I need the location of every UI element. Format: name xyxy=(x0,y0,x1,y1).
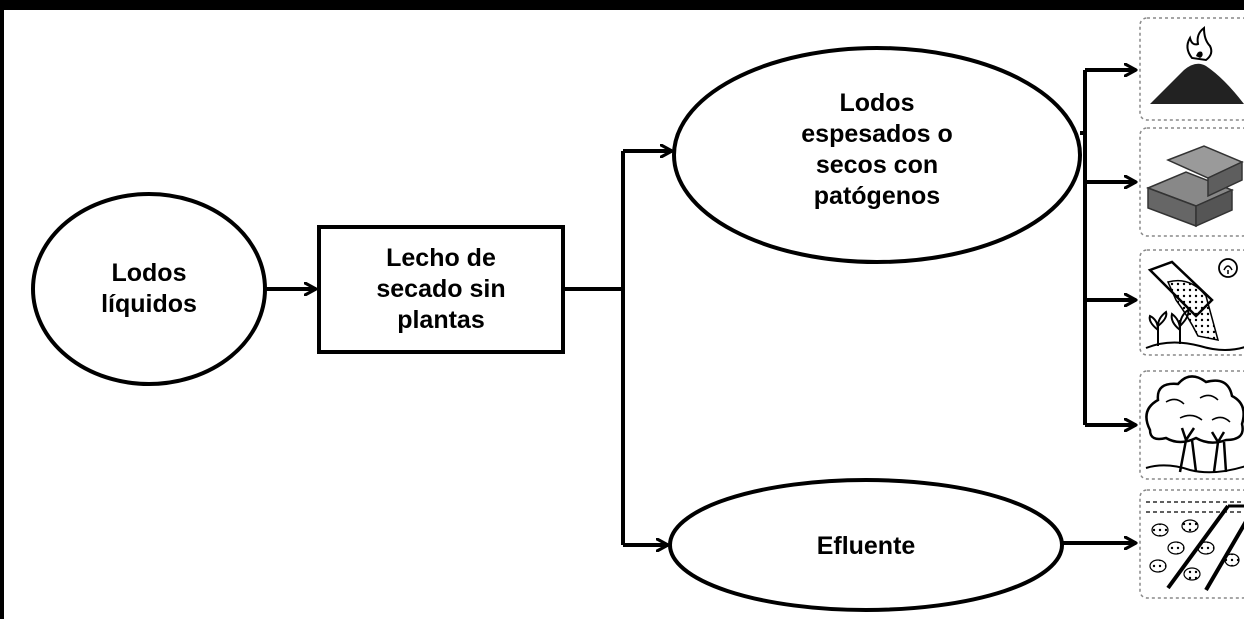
bricks-icon xyxy=(1139,127,1244,237)
effluent-label: Efluente xyxy=(816,531,916,560)
dried-sludge-label: Lodos espesados o secos con patógenos xyxy=(801,89,953,210)
soil-amendment-shovel-plants-icon xyxy=(1139,249,1244,356)
irrigated-crop-field-icon xyxy=(1139,489,1244,599)
drying-bed-label: Lecho de secado sin plantas xyxy=(376,244,506,334)
trees-icon xyxy=(1139,370,1244,480)
liquid-sludge-label: Lodos líquidos xyxy=(101,259,197,318)
connectors xyxy=(265,70,1136,545)
dried-sludge-node xyxy=(672,46,1082,264)
left-border xyxy=(0,0,4,619)
top-border xyxy=(0,0,1244,10)
drying-bed-node xyxy=(317,225,565,354)
burning-fuel-pile-icon xyxy=(1139,17,1244,121)
